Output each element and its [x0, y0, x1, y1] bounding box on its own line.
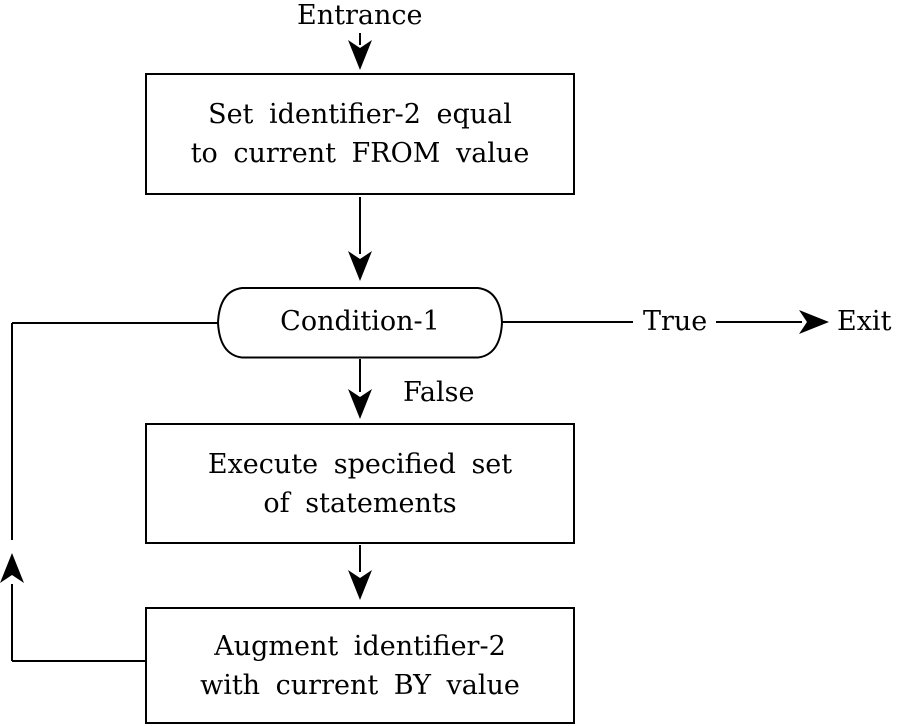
process-box-augment-line2: with current BY value — [200, 669, 520, 701]
process-box-execute-line1: Execute specified set — [207, 448, 513, 480]
process-box-augment: Augment identifier-2 with current BY val… — [145, 607, 575, 724]
process-box-set-identifier: Set identifier-2 equal to current FROM v… — [145, 73, 575, 195]
entrance-label: Entrance — [297, 0, 423, 31]
loop-back-arrowhead-icon — [0, 553, 24, 583]
process-box-augment-line1: Augment identifier-2 — [214, 630, 506, 662]
exit-arrowhead-icon — [799, 310, 829, 334]
process-box-execute: Execute specified set of statements — [145, 423, 575, 544]
decision-condition-shape — [216, 287, 504, 359]
process-box-set-identifier-line2: to current FROM value — [190, 138, 530, 169]
false-branch-arrowhead-icon — [348, 389, 372, 419]
decision-condition-label: Condition-1 — [280, 306, 440, 337]
true-branch-label: True — [643, 306, 708, 337]
entrance-arrowhead-icon — [348, 40, 372, 70]
false-branch-label: False — [403, 377, 475, 408]
process-box-execute-line2: of statements — [263, 487, 457, 519]
exit-label: Exit — [837, 306, 892, 337]
process-box-set-identifier-line1: Set identifier-2 equal — [208, 99, 512, 130]
box2-to-box3-arrowhead-icon — [348, 570, 372, 600]
box1-to-condition-arrowhead-icon — [348, 251, 372, 281]
